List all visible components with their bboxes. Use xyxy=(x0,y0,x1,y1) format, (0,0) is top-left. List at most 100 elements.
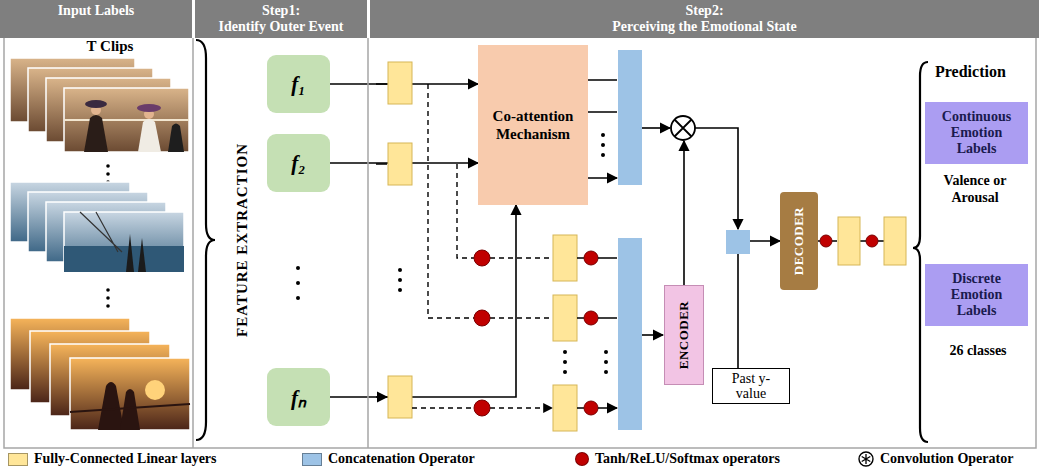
figure-silhouette xyxy=(120,389,140,430)
film-frame xyxy=(30,331,150,403)
legend-label: Fully-Connected Linear layers xyxy=(34,451,217,467)
ellipsis-dot xyxy=(106,296,110,300)
film-frame xyxy=(46,202,166,262)
ellipsis-dot xyxy=(563,370,567,374)
ellipsis-dot xyxy=(106,288,110,292)
legend-swatch xyxy=(302,453,322,466)
node-label: DECODER xyxy=(791,207,807,276)
film-frame xyxy=(28,68,153,132)
film-frame xyxy=(10,58,135,122)
ellipsis-dot xyxy=(296,281,300,285)
product-operator xyxy=(671,116,695,140)
panel-border xyxy=(4,38,1036,448)
ellipsis-dot xyxy=(604,360,608,364)
linear-layer xyxy=(388,143,412,185)
linear-layer xyxy=(388,376,412,418)
ellipsis-dot xyxy=(563,350,567,354)
figure-hat xyxy=(137,104,161,112)
feature-box: f₁ xyxy=(267,55,330,113)
arrow-line xyxy=(818,240,884,242)
output-box: Continuous Emotion Labels xyxy=(925,102,1028,164)
node-label: Past y-value xyxy=(724,371,778,401)
feature-box: f₂ xyxy=(267,134,330,192)
film-frame xyxy=(64,88,189,152)
ellipsis-dot xyxy=(106,164,110,168)
legend-item: Fully-Connected Linear layers xyxy=(8,451,217,467)
header-cell: Step2:Perceiving the Emotional State xyxy=(370,0,1039,38)
input-box: Past y-value xyxy=(712,368,790,404)
ellipsis-dot xyxy=(296,266,300,270)
film-frame xyxy=(64,212,184,272)
node-label: Step2: xyxy=(685,3,723,19)
film-frame xyxy=(10,182,130,242)
figure-hat xyxy=(85,100,107,108)
activation-dot xyxy=(584,401,598,415)
ellipsis-dot xyxy=(398,268,402,272)
legend-label: Tanh/ReLU/Softmax operators xyxy=(595,451,780,467)
convolution-symbol xyxy=(859,452,873,466)
header-cell: Step1:Identify Outer Event xyxy=(195,0,367,38)
ellipsis-dot xyxy=(398,288,402,292)
linear-layer xyxy=(884,217,906,265)
ship-rail xyxy=(64,119,189,121)
connector-arrow xyxy=(738,241,780,368)
ellipsis-dot xyxy=(601,133,605,137)
linear-layer xyxy=(553,385,577,431)
legend-item: Tanh/ReLU/Softmax operators xyxy=(575,451,780,467)
node-label: f₁ xyxy=(291,72,305,97)
legend-label: Convolution Operator xyxy=(880,451,1013,467)
ellipsis-dot xyxy=(601,153,605,157)
activation-dot xyxy=(474,400,490,416)
grouping-brace xyxy=(196,40,215,440)
figure-silhouette xyxy=(84,115,108,152)
connector-arrow xyxy=(330,205,516,397)
ellipsis-dot xyxy=(604,350,608,354)
legend-swatch xyxy=(8,453,28,466)
node-label: Step1: xyxy=(262,3,300,19)
node-label: Identify Outer Event xyxy=(219,19,344,35)
activation-dot xyxy=(474,310,490,326)
node-label: Perceiving the Emotional State xyxy=(612,19,796,35)
film-frame xyxy=(28,192,148,252)
node-label: f₂ xyxy=(291,151,305,176)
dashed-line xyxy=(412,84,474,408)
ship-rail xyxy=(70,404,190,412)
ellipsis-dot xyxy=(563,360,567,364)
connector-arrow xyxy=(330,83,478,85)
sea xyxy=(64,246,184,272)
node-label: fₙ xyxy=(291,383,306,411)
arrow-line xyxy=(376,84,387,397)
node-label: Discrete Emotion Labels xyxy=(931,271,1023,319)
figure-head xyxy=(144,109,154,119)
node-label: ENCODER xyxy=(676,301,692,370)
attention-box: Co-attention Mechanism xyxy=(478,45,588,205)
arrow-line xyxy=(642,127,670,129)
ellipsis-dot xyxy=(601,143,605,147)
feature-box: fₙ xyxy=(267,368,330,426)
ellipsis-dot xyxy=(296,296,300,300)
stage-label: FEATURE EXTRACTION xyxy=(234,143,251,337)
product-operator xyxy=(675,120,692,137)
legend-item: Convolution Operator xyxy=(880,451,1013,467)
figure-silhouette xyxy=(98,382,124,430)
linear-layer xyxy=(553,235,577,281)
ellipsis-dot xyxy=(604,370,608,374)
legend-item: Concatenation Operator xyxy=(302,451,475,467)
concat-square xyxy=(726,230,750,254)
activation-dot xyxy=(584,251,598,265)
decoder-box: DECODER xyxy=(780,192,818,290)
figure-silhouette xyxy=(126,234,134,272)
connector-arrow xyxy=(330,162,478,164)
film-frame xyxy=(10,318,130,390)
node-label: Continuous Emotion Labels xyxy=(931,109,1023,157)
arrow-line xyxy=(598,258,617,408)
film-frame xyxy=(46,78,171,142)
clip-count: T Clips xyxy=(55,37,165,55)
film-frame xyxy=(50,344,170,416)
figure-silhouette xyxy=(138,238,146,272)
output-note: 26 classes xyxy=(928,342,1028,359)
ellipsis-dot xyxy=(106,180,110,184)
legend-label: Concatenation Operator xyxy=(328,451,475,467)
figure-silhouette xyxy=(138,119,161,152)
